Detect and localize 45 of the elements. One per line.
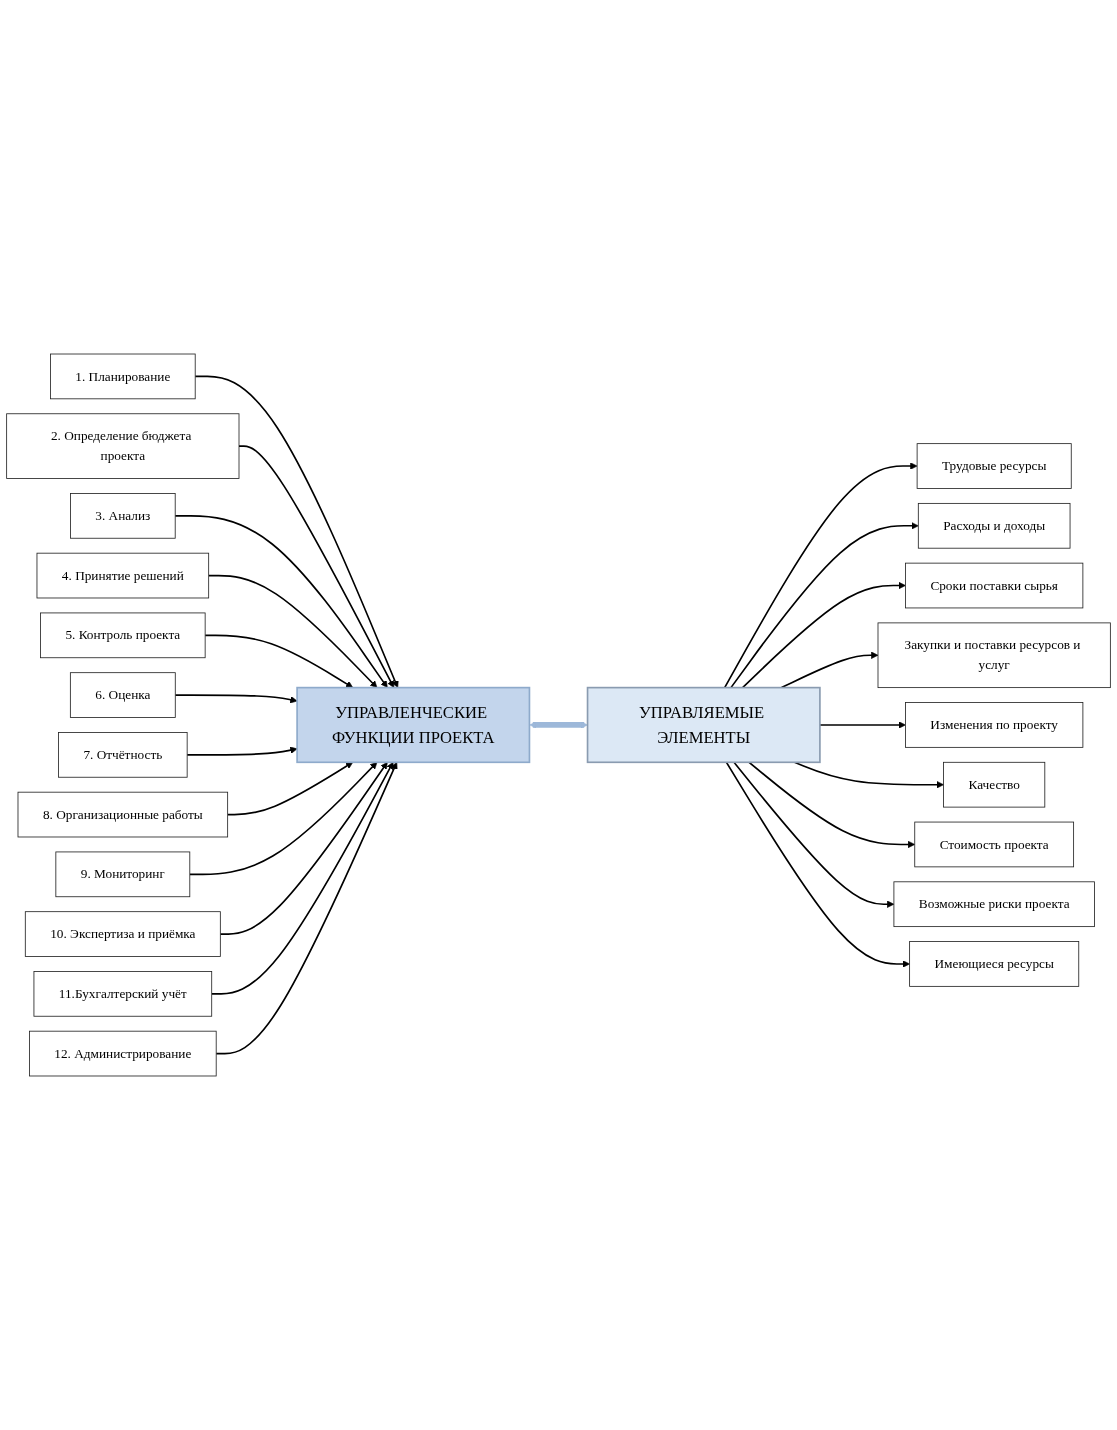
node-box: 3. Анализ [70,493,176,539]
arrow [219,761,388,935]
node-box: Сроки поставки сырья [905,562,1084,609]
arrow [194,375,399,688]
arrow [207,574,378,688]
node-box: 1. Планирование [50,353,196,400]
arrow [226,761,354,816]
arrow [186,746,298,756]
node-box: Изменения по проекту [905,702,1084,748]
arrow [748,761,916,849]
node-box: 8. Организационные работы [17,791,229,838]
arrow [529,721,588,729]
arrow [174,694,298,704]
node-box: 10. Экспертиза и приёмка [24,911,221,957]
node-box: Трудовые ресурсы [916,443,1072,489]
node-box: 4. Принятие решений [36,552,210,599]
node-box: 12. Администрирование [29,1030,217,1077]
arrow [174,515,388,688]
arrow [793,761,944,789]
arrow [723,462,918,689]
arrow [215,761,398,1055]
arrow [204,634,354,688]
arrow [819,721,906,729]
node-box: Имеющиеся ресурсы [909,941,1080,987]
arrow [725,761,910,968]
node-box: 6. Оценка [69,672,176,718]
arrow [188,761,378,876]
arrow [741,581,906,689]
arrow [210,761,394,995]
node-box: Качество [943,761,1046,808]
arrow [730,522,919,689]
node-box: 2. Определение бюджета проекта [6,413,240,479]
node-box: Возможные риски проекта [893,881,1095,928]
node-box: Закупки и поставки ресурсов и услуг [877,622,1111,689]
node-box: 5. Контроль проекта [40,612,206,659]
node-box: 7. Отчётность [58,732,188,778]
node-box: УПРАВЛЕНЧЕСКИЕ ФУНКЦИИ ПРОЕКТА [296,686,531,764]
node-box: Расходы и доходы [917,502,1071,549]
node-box: 11.Бухгалтерский учёт [33,971,213,1017]
node-box: УПРАВЛЯЕМЫЕ ЭЛЕМЕНТЫ [586,686,821,764]
arrow [780,651,879,689]
node-box: 9. Мониторинг [55,851,191,898]
node-box: Стоимость проекта [914,821,1075,868]
arrow [733,761,895,908]
arrow [238,445,395,688]
